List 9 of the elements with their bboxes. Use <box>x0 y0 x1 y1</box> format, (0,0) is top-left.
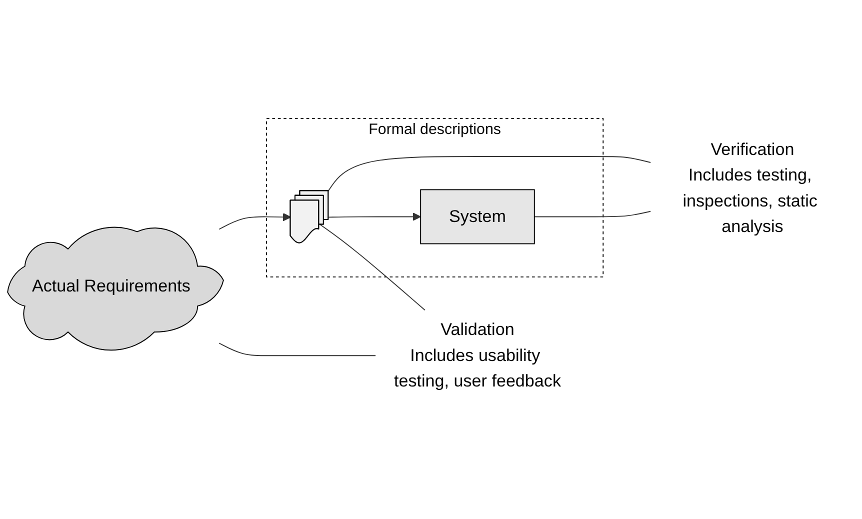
connector <box>218 342 376 356</box>
node-text: Validation Includes usability testing, user feedback <box>394 320 561 390</box>
arrow <box>328 212 421 221</box>
connector <box>320 224 426 310</box>
node-text: Verification Includes testing, inspections, static analysis <box>682 140 818 236</box>
connector <box>534 210 652 217</box>
node-box: System <box>420 188 535 244</box>
connector <box>328 156 652 192</box>
arrow <box>218 212 292 230</box>
